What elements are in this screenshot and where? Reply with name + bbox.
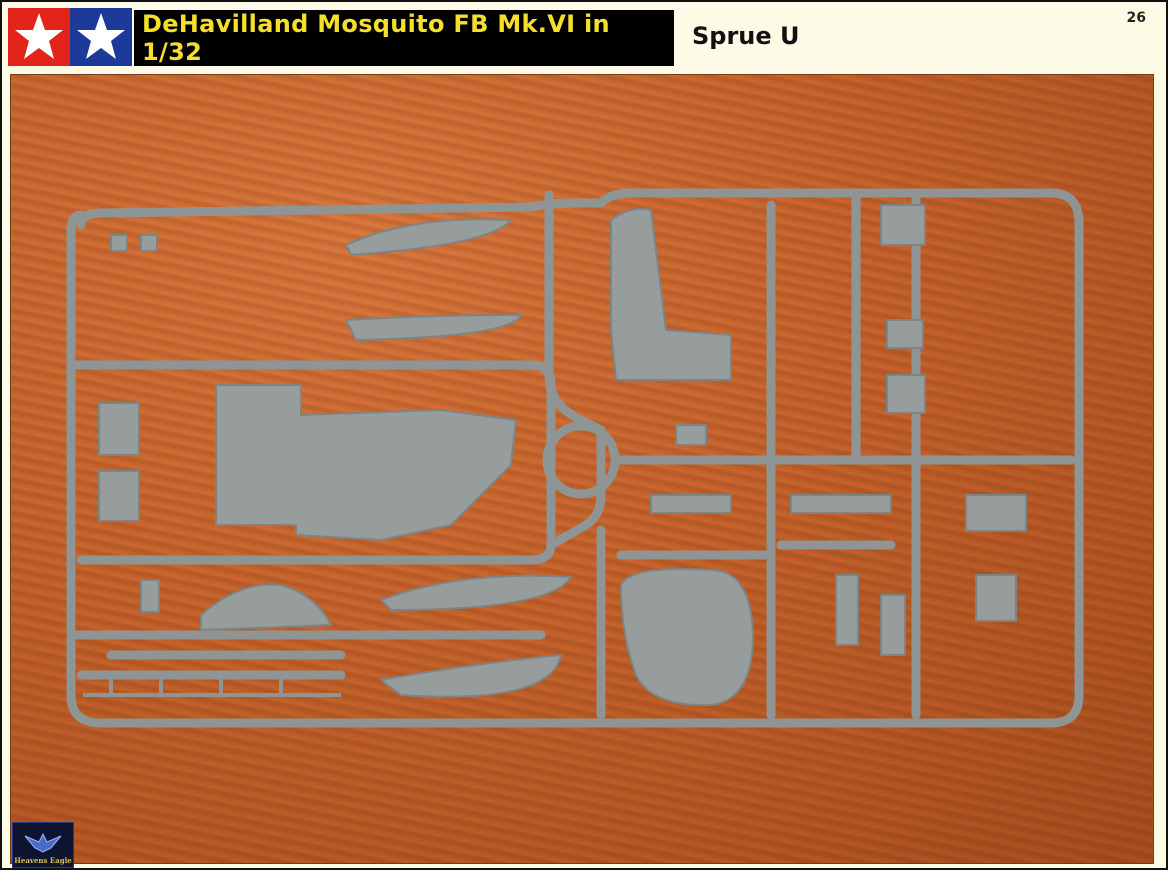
sprue-runners [66,188,1084,728]
section-title: Sprue U [692,22,800,50]
sprue-ring [542,421,620,499]
title-bar: DeHavilland Mosquito FB Mk.VI in 1/32 [134,10,674,66]
logo-stars [15,13,125,59]
page-number: 26 [1126,10,1146,26]
watermark-label: Heavens Eagle [14,856,72,865]
eagle-wings-icon [24,832,62,853]
sprue-ladder [83,673,341,697]
tamiya-star-logo-icon [8,8,132,66]
sprue-photo [10,74,1154,864]
page-title: DeHavilland Mosquito FB Mk.VI in 1/32 [142,10,610,66]
sprue-parts [98,204,1027,707]
eagle-emblem-icon: Heavens Eagle [12,822,74,868]
sprue-illustration [66,188,1084,728]
